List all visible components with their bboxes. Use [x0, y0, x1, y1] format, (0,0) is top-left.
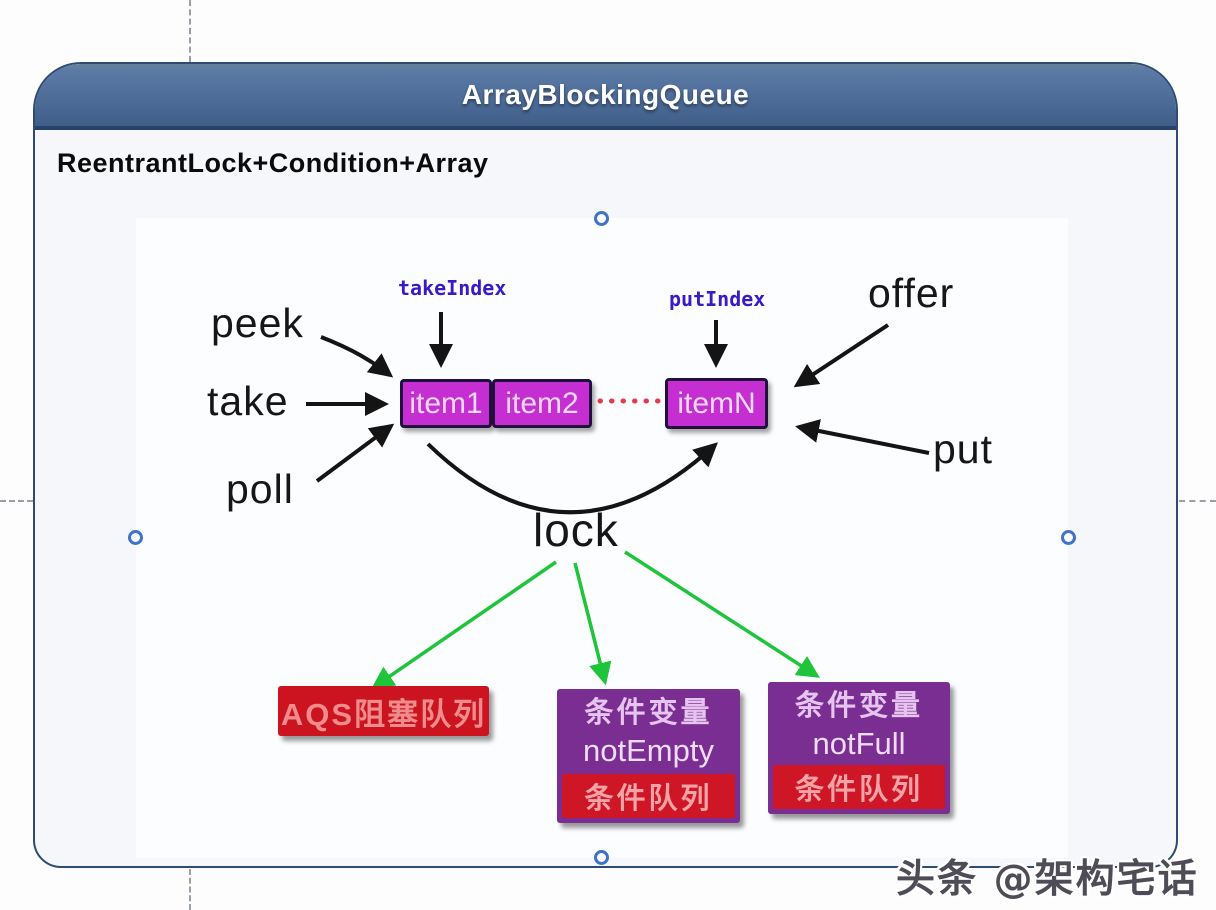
selection-handle-top[interactable]	[594, 211, 609, 226]
condition-var-name: notFull	[812, 726, 906, 761]
notempty-condition-box: 条件变量 notEmpty 条件队列	[557, 689, 740, 823]
array-cell-label: item1	[409, 386, 483, 420]
subtitle: ReentrantLock+Condition+Array	[57, 148, 489, 178]
condition-queue-label: 条件队列	[562, 774, 735, 818]
aqs-queue-box: AQS阻塞队列	[278, 686, 489, 736]
guide-line-bottom	[189, 869, 191, 910]
guide-line-top	[189, 0, 191, 62]
notfull-condition-box: 条件变量 notFull 条件队列	[768, 682, 950, 814]
peek-label: peek	[211, 300, 304, 346]
page-title: ArrayBlockingQueue	[461, 79, 750, 110]
watermark: 头条 @架构宅话	[896, 857, 1199, 902]
guide-line-right	[1179, 500, 1216, 502]
selection-handle-right[interactable]	[1061, 530, 1076, 545]
array-cell-item1: item1	[400, 379, 492, 428]
selection-handle-left[interactable]	[128, 530, 143, 545]
selection-handle-bottom[interactable]	[594, 850, 609, 865]
guide-line-left	[0, 500, 33, 502]
card-header: ArrayBlockingQueue	[35, 64, 1176, 130]
condition-var-name: notEmpty	[583, 733, 714, 768]
poll-label: poll	[226, 466, 294, 512]
lock-label: lock	[533, 504, 619, 556]
take-label: take	[207, 378, 289, 424]
array-cell-label: itemN	[677, 386, 756, 420]
condition-var-label: 条件变量	[584, 697, 713, 729]
array-cell-item2: item2	[492, 379, 592, 428]
put-label: put	[933, 426, 993, 472]
array-cell-itemN: itemN	[665, 378, 768, 429]
condition-queue-label: 条件队列	[773, 765, 945, 809]
array-cell-label: item2	[505, 386, 579, 420]
put-index-label: putIndex	[669, 287, 766, 311]
aqs-queue-label: AQS阻塞队列	[280, 696, 487, 732]
condition-var-label: 条件变量	[794, 690, 923, 722]
take-index-label: takeIndex	[398, 276, 507, 300]
offer-label: offer	[868, 270, 955, 316]
